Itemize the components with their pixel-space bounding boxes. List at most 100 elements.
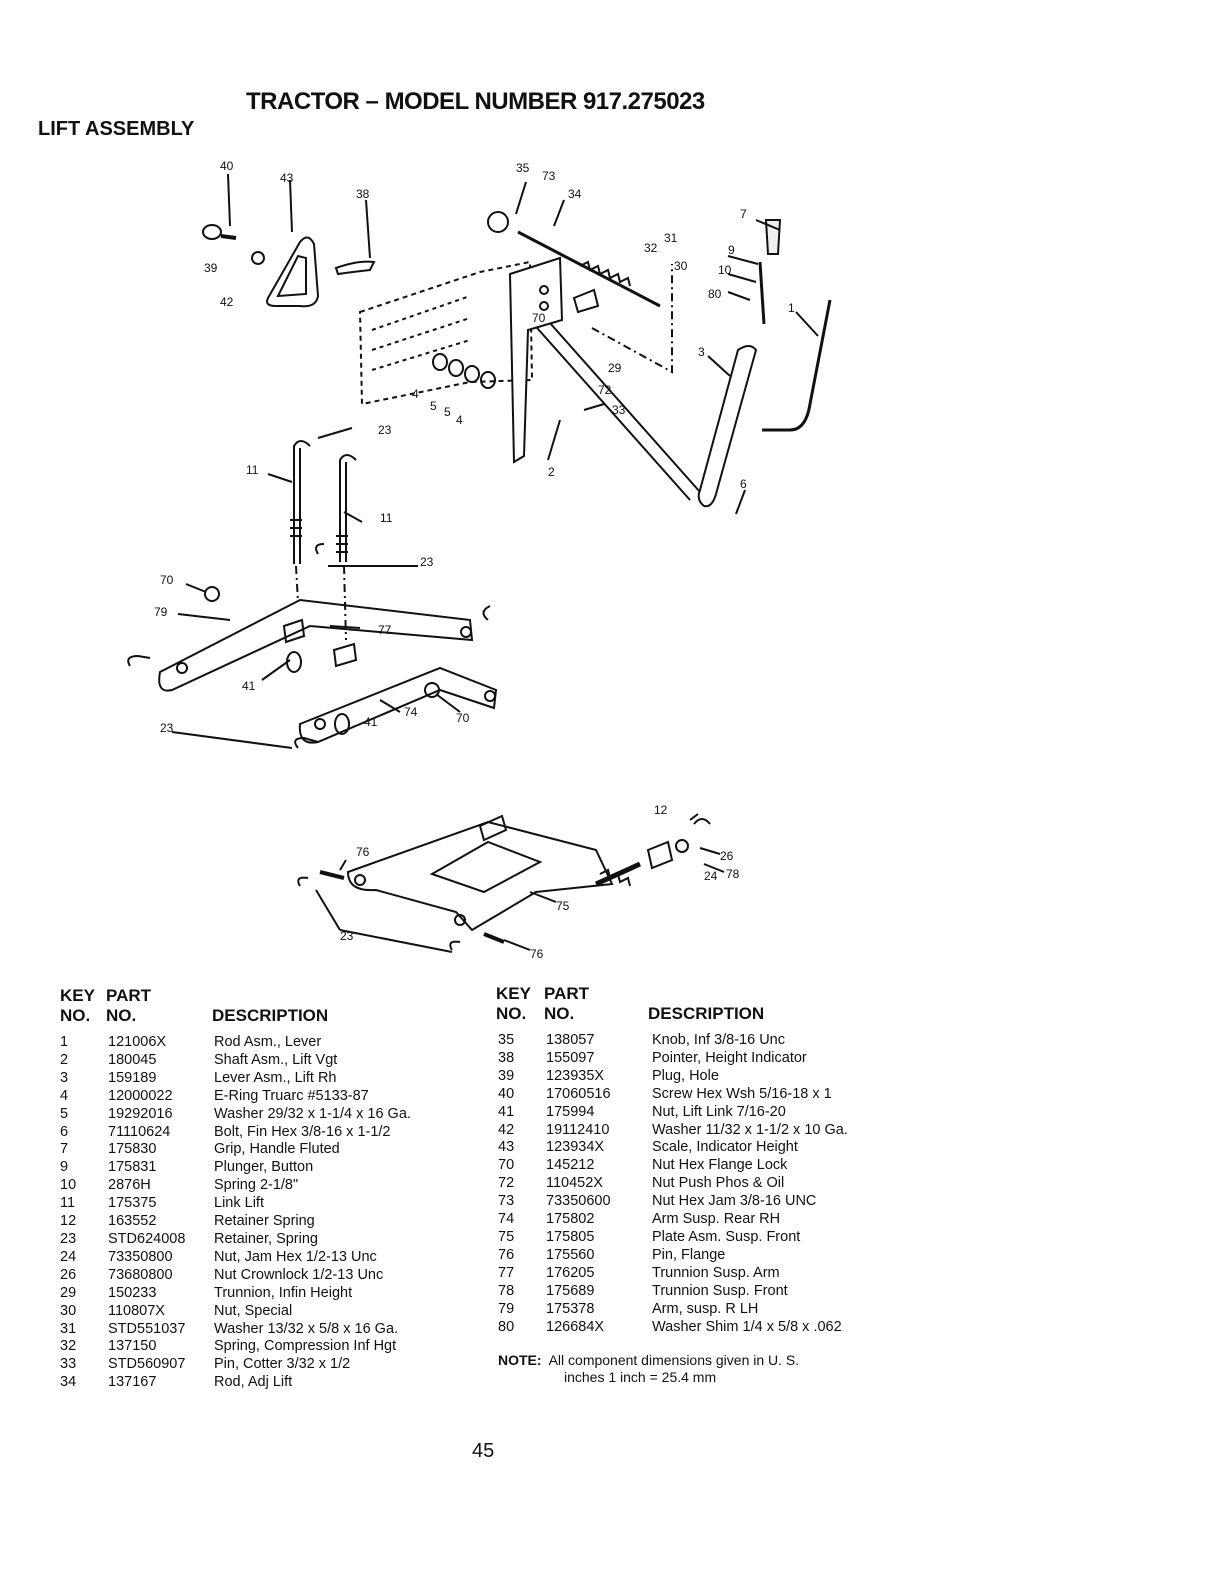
header-part-no: NO. xyxy=(106,1006,137,1025)
header-key-no: NO. xyxy=(496,1004,527,1023)
callout-label: 26 xyxy=(720,849,734,863)
key-no: 32 xyxy=(60,1338,77,1355)
part-no: 73350800 xyxy=(108,1248,173,1265)
callout-label: 34 xyxy=(568,187,582,201)
description: Link Lift xyxy=(214,1195,264,1212)
table-row: 33 STD560907 Pin, Cotter 3/32 x 1/2 xyxy=(60,1356,480,1374)
part-no: STD560907 xyxy=(108,1356,186,1373)
table-row: 9 175831 Plunger, Button xyxy=(60,1159,480,1177)
callout-label: 23 xyxy=(420,555,434,569)
part-no: 138057 xyxy=(546,1032,595,1048)
section-title: LIFT ASSEMBLY xyxy=(38,118,195,140)
description: Retainer Spring xyxy=(214,1213,315,1230)
dimension-note: NOTE: All component dimensions given in … xyxy=(498,1352,799,1386)
callout-label: 35 xyxy=(516,161,530,175)
table-row: 1 121006X Rod Asm., Lever xyxy=(60,1034,480,1052)
callout-label: 23 xyxy=(160,721,174,735)
callout-label: 9 xyxy=(728,243,735,257)
callout-label: 4 xyxy=(456,413,463,427)
part-no: 110807X xyxy=(108,1302,165,1319)
part-no: 126684X xyxy=(546,1318,605,1335)
description: Arm Susp. Rear RH xyxy=(652,1211,781,1228)
key-no: 35 xyxy=(498,1032,515,1048)
callout-label: 76 xyxy=(356,845,370,859)
description: Spring 2-1/8" xyxy=(214,1177,299,1194)
description: Trunnion Susp. Arm xyxy=(652,1264,780,1281)
key-no: 75 xyxy=(498,1228,515,1245)
header-key-no: NO. xyxy=(60,1006,91,1025)
callout-label: 76 xyxy=(530,947,544,961)
description: Washer 13/32 x 5/8 x 16 Ga. xyxy=(214,1320,399,1337)
callout-label: 75 xyxy=(556,899,570,913)
callout-label: 1 xyxy=(788,301,795,315)
part-no: 159189 xyxy=(108,1069,157,1086)
page-title: TRACTOR – MODEL NUMBER 917.275023 xyxy=(246,88,705,115)
key-no: 31 xyxy=(60,1320,77,1337)
callout-label: 24 xyxy=(704,869,718,883)
callout-label: 11 xyxy=(246,463,259,477)
header-key: KEY xyxy=(60,986,95,1005)
callout-label: 40 xyxy=(220,159,234,173)
description: Lever Asm., Lift Rh xyxy=(214,1069,337,1086)
key-no: 29 xyxy=(60,1284,77,1301)
description: Pin, Cotter 3/32 x 1/2 xyxy=(214,1356,351,1373)
part-no: 175560 xyxy=(546,1246,595,1263)
callout-label: 11 xyxy=(380,511,393,525)
part-no: 175830 xyxy=(108,1141,157,1158)
part-no: 110452X xyxy=(546,1175,603,1192)
description: Rod, Adj Lift xyxy=(214,1374,293,1391)
callout-label: 5 xyxy=(430,399,437,413)
callout-label: 31 xyxy=(664,231,678,245)
description: Shaft Asm., Lift Vgt xyxy=(214,1051,338,1068)
header-key: KEY xyxy=(496,984,531,1003)
description: Plunger, Button xyxy=(214,1159,314,1176)
callout-label: 41 xyxy=(364,715,378,729)
key-no: 80 xyxy=(498,1318,515,1335)
description: Trunnion Susp. Front xyxy=(652,1282,788,1299)
callout-label: 43 xyxy=(280,171,294,185)
key-no: 23 xyxy=(60,1230,77,1247)
part-no: 123934X xyxy=(546,1139,605,1156)
callout-label: 78 xyxy=(726,867,740,881)
part-no: 121006X xyxy=(108,1034,167,1050)
key-no: 4 xyxy=(60,1087,69,1104)
description: Plug, Hole xyxy=(652,1067,719,1084)
description: Screw Hex Wsh 5/16-18 x 1 xyxy=(652,1085,832,1102)
callout-label: 80 xyxy=(708,287,722,301)
callout-label: 73 xyxy=(542,169,556,183)
description: Nut Hex Jam 3/8-16 UNC xyxy=(652,1193,817,1210)
page-number: 45 xyxy=(472,1440,495,1462)
callout-label: 79 xyxy=(154,605,168,619)
part-no: 175375 xyxy=(108,1195,157,1212)
key-no: 33 xyxy=(60,1356,77,1373)
description: Nut Crownlock 1/2-13 Unc xyxy=(214,1266,384,1283)
callout-label: 5 xyxy=(444,405,451,419)
part-no: 137150 xyxy=(108,1338,157,1355)
part-no: 175831 xyxy=(108,1159,157,1176)
description: Rod Asm., Lever xyxy=(214,1034,322,1050)
callout-label: 12 xyxy=(654,803,668,817)
key-no: 38 xyxy=(498,1049,515,1066)
part-no: 2876H xyxy=(108,1177,151,1194)
key-no: 1 xyxy=(60,1034,69,1050)
key-no: 5 xyxy=(60,1105,69,1122)
key-no: 74 xyxy=(498,1211,515,1228)
key-no: 3 xyxy=(60,1069,69,1086)
key-no: 9 xyxy=(60,1159,69,1176)
callout-label: 30 xyxy=(674,259,688,273)
part-no: 175689 xyxy=(546,1282,595,1299)
key-no: 42 xyxy=(498,1121,515,1138)
part-no: 17060516 xyxy=(546,1085,611,1102)
